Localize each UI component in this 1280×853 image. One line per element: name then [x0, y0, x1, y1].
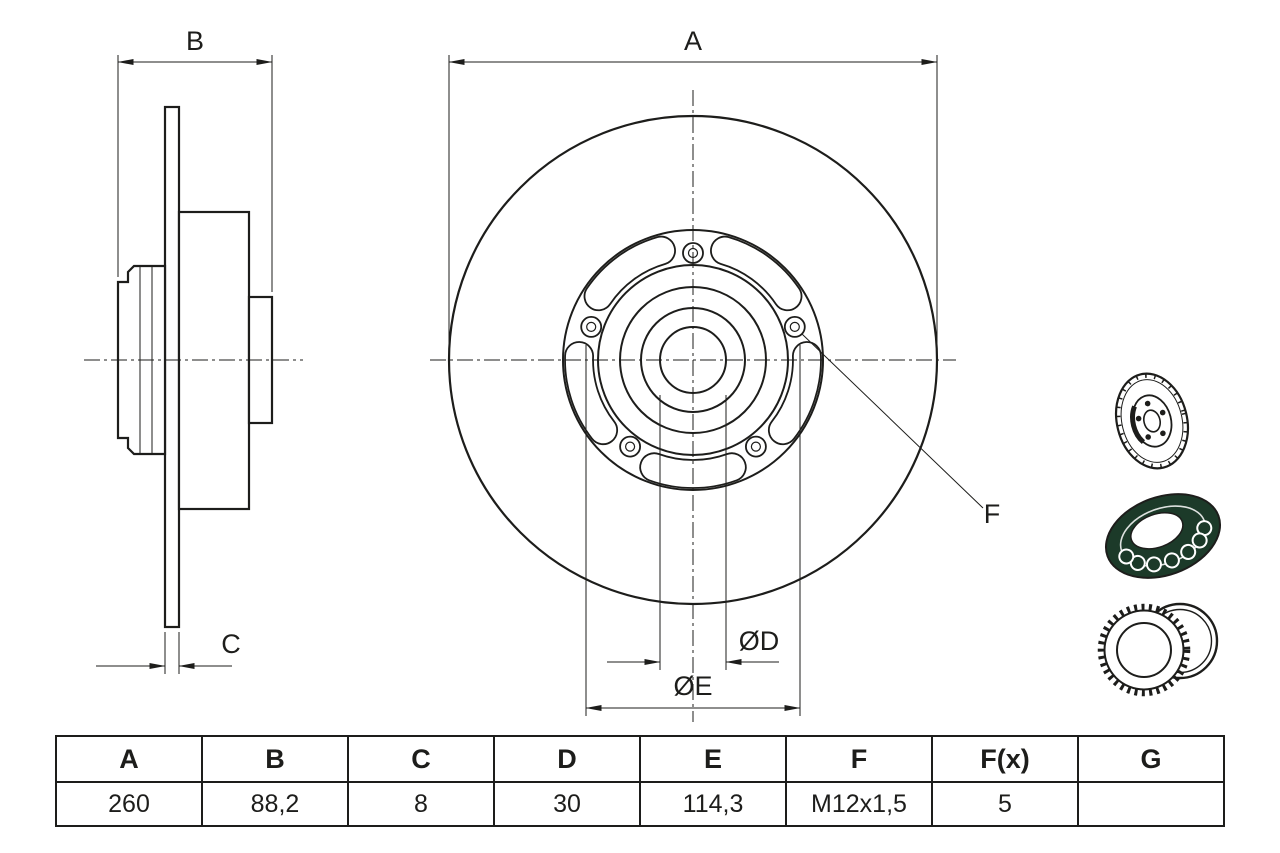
technical-drawing: A B C ØD ØE F [84, 26, 1222, 722]
dim-d: ØD [607, 395, 779, 670]
dim-a: A [448, 26, 938, 352]
dim-f-label: F [984, 499, 1001, 529]
dimension-table-header-row: A B C D E F F(x) G [55, 735, 1225, 783]
table-header-g: G [1077, 735, 1225, 783]
dim-c-label: C [221, 629, 241, 659]
table-value-a: 260 [55, 781, 203, 827]
hub-slot [564, 341, 619, 446]
bearing-balls [1118, 520, 1213, 573]
table-header-d: D [493, 735, 641, 783]
hub-slot [710, 235, 803, 312]
dimension-table: A B C D E F F(x) G 260 88,2 8 30 114,3 M… [55, 735, 1225, 827]
disc-plate [163, 105, 181, 629]
front-view [430, 90, 956, 722]
dim-e-label: ØE [673, 671, 712, 701]
table-value-d: 30 [493, 781, 641, 827]
dim-d-label: ØD [739, 626, 780, 656]
table-header-b: B [201, 735, 349, 783]
table-value-e: 114,3 [639, 781, 787, 827]
table-value-g [1077, 781, 1225, 827]
side-view [84, 105, 303, 629]
dim-f: F [801, 333, 1001, 529]
table-header-c: C [347, 735, 495, 783]
hub-slot [767, 341, 822, 446]
table-value-b: 88,2 [201, 781, 349, 827]
dimension-table-value-row: 260 88,2 8 30 114,3 M12x1,5 5 [55, 781, 1225, 827]
brake-disc-icon [1115, 372, 1189, 470]
table-header-e: E [639, 735, 787, 783]
table-value-c: 8 [347, 781, 495, 827]
table-value-fx: 5 [931, 781, 1079, 827]
table-header-fx: F(x) [931, 735, 1079, 783]
dim-e: ØE [585, 345, 801, 716]
table-header-a: A [55, 735, 203, 783]
dim-c: C [96, 629, 241, 674]
dim-b: B [117, 26, 273, 292]
table-header-f: F [785, 735, 933, 783]
dim-a-label: A [684, 26, 702, 56]
dim-b-label: B [186, 26, 204, 56]
hub-slot [583, 235, 676, 312]
abs-ring-icon [1097, 602, 1219, 697]
bearing-icon [1104, 493, 1222, 579]
table-value-f: M12x1,5 [785, 781, 933, 827]
dim-f-leader [801, 333, 984, 509]
